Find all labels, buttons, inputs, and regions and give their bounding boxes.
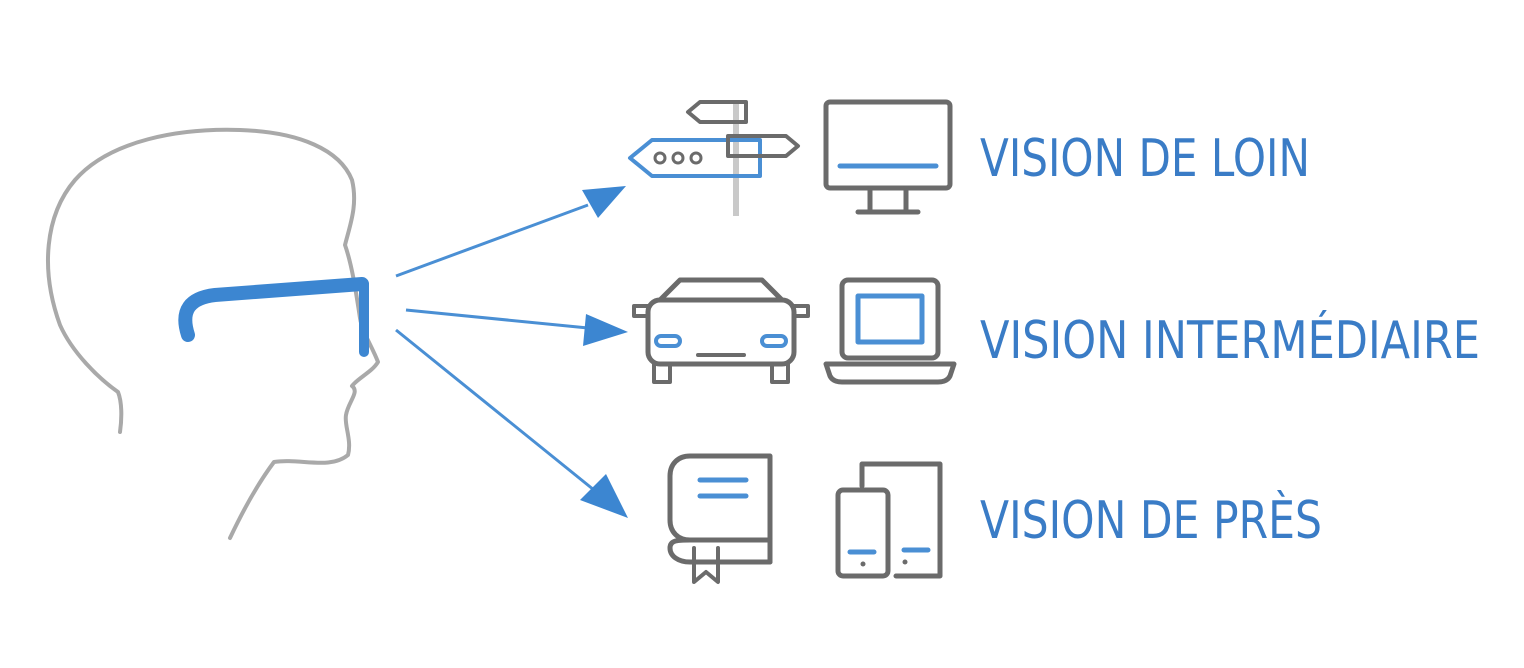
head-profile-icon: [46, 127, 380, 540]
monitor-icon: [823, 99, 953, 215]
book-icon: [667, 453, 773, 584]
glasses-icon: [178, 277, 369, 357]
laptop-icon: [823, 277, 957, 385]
arrow-near: [395, 328, 628, 518]
arrow-far: [395, 186, 626, 278]
label-vision-far: VISION DE LOIN: [980, 129, 1310, 189]
label-vision-intermediate: VISION INTERMÉDIAIRE: [980, 310, 1480, 371]
car-icon: [632, 277, 810, 384]
arrow-intermediate: [405, 308, 628, 346]
label-vision-near: VISION DE PRÈS: [980, 490, 1322, 551]
phone-tablet-icon: [835, 461, 943, 579]
signpost-icon: [628, 100, 800, 216]
